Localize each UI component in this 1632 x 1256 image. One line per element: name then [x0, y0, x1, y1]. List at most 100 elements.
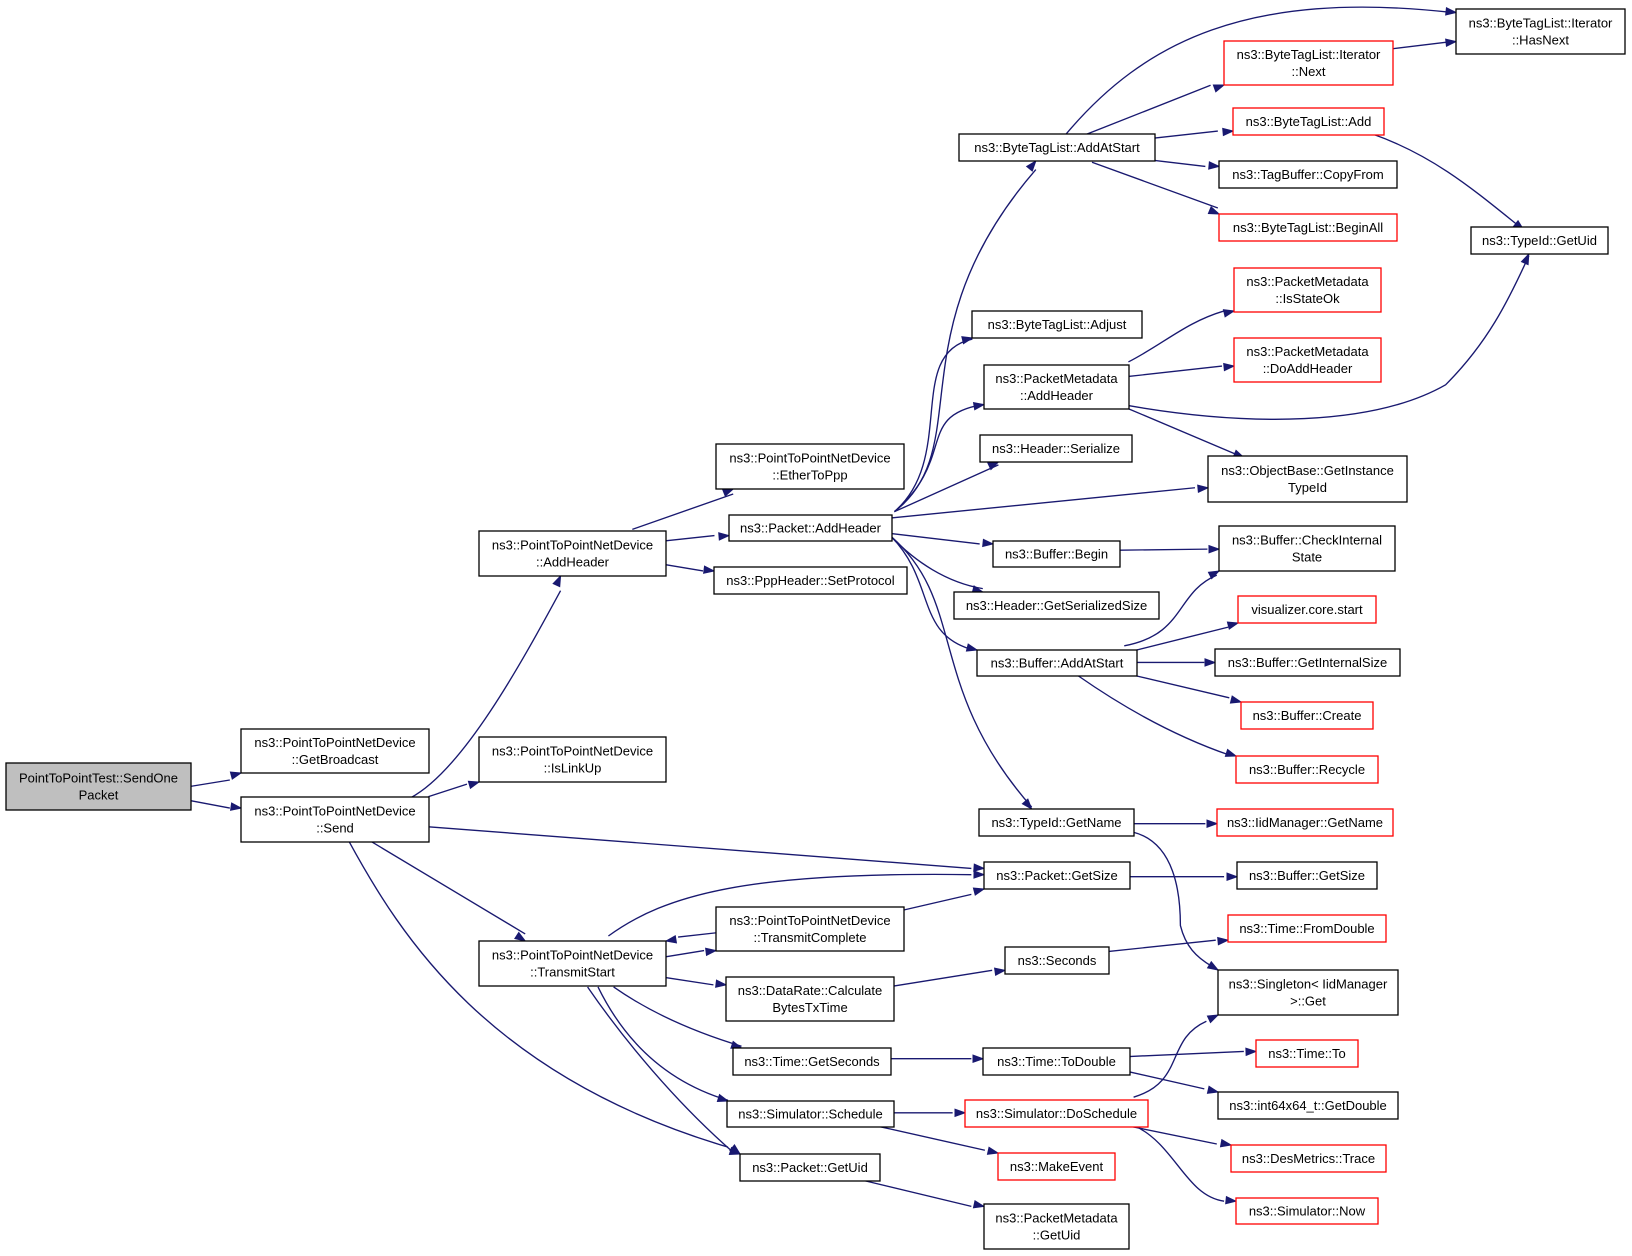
node-iidGetName[interactable]: ns3::IidManager::GetName — [1216, 808, 1394, 837]
edge-line — [863, 1179, 972, 1208]
node-bufRecycle[interactable]: ns3::Buffer::Recycle — [1235, 755, 1379, 784]
node-headerSerialize[interactable]: ns3::Header::Serialize — [979, 434, 1133, 463]
node-seconds[interactable]: ns3::Seconds — [1004, 946, 1110, 975]
edge-calcBytes-to-seconds — [894, 967, 1007, 987]
edge-line — [665, 976, 714, 986]
edge-line — [1128, 255, 1530, 420]
edge-transmitStart-to-packetGetSize — [608, 870, 986, 937]
node-pmGetUid[interactable]: ns3::PacketMetadata::GetUid — [983, 1203, 1130, 1250]
edge-arrowhead — [1021, 798, 1033, 811]
edge-line — [891, 487, 1196, 519]
node-tagCopyFrom[interactable]: ns3::TagBuffer::CopyFrom — [1218, 160, 1398, 189]
edge-line — [1133, 1124, 1225, 1202]
node-bufCreate[interactable]: ns3::Buffer::Create — [1240, 701, 1374, 730]
node-label: ns3::PointToPointNetDevice — [492, 538, 653, 553]
node-box — [1235, 1197, 1379, 1225]
node-bufGetInternalSize[interactable]: ns3::Buffer::GetInternalSize — [1214, 648, 1401, 677]
node-label: ns3::PppHeader::SetProtocol — [726, 573, 894, 588]
node-label: ns3::TypeId::GetName — [991, 815, 1121, 830]
node-box — [1214, 648, 1401, 677]
edge-line — [890, 536, 974, 651]
node-isLinkUp[interactable]: ns3::PointToPointNetDevice::IsLinkUp — [478, 736, 667, 783]
node-label: ::Next — [1292, 64, 1326, 79]
node-p2pAddHeader[interactable]: ns3::PointToPointNetDevice::AddHeader — [478, 530, 667, 577]
edge-arrowhead — [1212, 84, 1226, 93]
edge-line — [410, 590, 562, 799]
edge-line — [678, 932, 716, 938]
node-transmitComplete[interactable]: ns3::PointToPointNetDevice::TransmitComp… — [715, 906, 905, 952]
node-pmDoAddHeader[interactable]: ns3::PacketMetadata::DoAddHeader — [1233, 337, 1382, 383]
edge-arrowhead — [1219, 1138, 1233, 1148]
edge-packetAddHeader-to-btlAdjust — [893, 336, 974, 513]
edge-arrowhead — [1245, 1047, 1258, 1057]
node-typeIdGetUid[interactable]: ns3::TypeId::GetUid — [1470, 226, 1609, 255]
node-transmitStart[interactable]: ns3::PointToPointNetDevice::TransmitStar… — [478, 940, 667, 987]
node-etherToPpp[interactable]: ns3::PointToPointNetDevice::EtherToPpp — [715, 443, 905, 490]
node-iterNext[interactable]: ns3::ByteTagList::Iterator::Next — [1223, 40, 1394, 86]
node-timeFromDouble[interactable]: ns3::Time::FromDouble — [1227, 914, 1387, 943]
node-pmIsStateOk[interactable]: ns3::PacketMetadata::IsStateOk — [1233, 267, 1382, 313]
edge-line — [608, 873, 972, 937]
edge-line — [632, 493, 734, 530]
node-timeToDouble[interactable]: ns3::Time::ToDouble — [982, 1047, 1131, 1076]
node-getUid[interactable]: ns3::Packet::GetUid — [739, 1153, 881, 1182]
edge-timeToDouble-to-int64GetDouble — [1126, 1070, 1220, 1094]
node-packetAddHeader[interactable]: ns3::Packet::AddHeader — [728, 514, 893, 542]
node-label: ns3::Time::To — [1268, 1046, 1346, 1061]
node-vizStart[interactable]: visualizer.core.start — [1237, 595, 1377, 624]
edge-arrowhead — [229, 802, 243, 811]
node-btlAdd[interactable]: ns3::ByteTagList::Add — [1232, 107, 1385, 136]
edge-btlAddAtStart-to-btlBeginAll — [1091, 161, 1221, 215]
node-doSchedule[interactable]: ns3::Simulator::DoSchedule — [964, 1099, 1149, 1128]
node-pmAddHeader[interactable]: ns3::PacketMetadata::AddHeader — [983, 364, 1130, 410]
node-typeIdGetName[interactable]: ns3::TypeId::GetName — [978, 808, 1135, 837]
node-bufferBegin[interactable]: ns3::Buffer::Begin — [992, 540, 1121, 568]
node-btlAdjust[interactable]: ns3::ByteTagList::Adjust — [971, 310, 1143, 339]
node-int64GetDouble[interactable]: ns3::int64x64_t::GetDouble — [1217, 1091, 1399, 1120]
edge-line — [873, 1124, 986, 1151]
node-headerGetSize[interactable]: ns3::Header::GetSerializedSize — [953, 591, 1160, 620]
node-simNow[interactable]: ns3::Simulator::Now — [1235, 1197, 1379, 1225]
edge-root-to-send — [191, 800, 243, 811]
node-desTrace[interactable]: ns3::DesMetrics::Trace — [1230, 1144, 1387, 1173]
node-box — [1233, 337, 1382, 383]
node-label: ns3::ByteTagList::Adjust — [988, 317, 1127, 332]
node-btlBeginAll[interactable]: ns3::ByteTagList::BeginAll — [1218, 213, 1398, 242]
node-send[interactable]: ns3::PointToPointNetDevice::Send — [240, 796, 430, 843]
edge-arrowhead — [972, 887, 986, 896]
edge-arrowhead — [1206, 960, 1220, 971]
node-packetGetSize[interactable]: ns3::Packet::GetSize — [983, 861, 1131, 890]
edge-arrowhead — [1207, 206, 1221, 215]
edge-line — [368, 839, 526, 935]
node-getBroadcast[interactable]: ns3::PointToPointNetDevice::GetBroadcast — [240, 728, 430, 774]
node-timeTo[interactable]: ns3::Time::To — [1255, 1039, 1359, 1068]
edge-arrowhead — [1206, 1014, 1220, 1024]
node-getSeconds[interactable]: ns3::Time::GetSeconds — [732, 1047, 892, 1076]
node-schedule[interactable]: ns3::Simulator::Schedule — [726, 1100, 895, 1128]
edge-getUid-to-pmGetUid — [863, 1179, 986, 1209]
node-label: ns3::Buffer::Create — [1253, 708, 1362, 723]
node-box — [953, 591, 1160, 620]
node-box — [739, 1153, 881, 1182]
edge-pmAddHeader-to-pmIsStateOk — [1128, 309, 1236, 363]
edge-line — [665, 534, 715, 542]
edge-line — [1136, 675, 1230, 699]
node-iterHasNext[interactable]: ns3::ByteTagList::Iterator::HasNext — [1455, 8, 1626, 55]
node-makeEvent[interactable]: ns3::MakeEvent — [997, 1152, 1116, 1181]
node-singletonGet[interactable]: ns3::Singleton< IidManager >::Get — [1217, 969, 1399, 1016]
node-bufferAddAtStart[interactable]: ns3::Buffer::AddAtStart — [976, 649, 1138, 677]
edge-arrowhead — [994, 967, 1007, 977]
node-label: ns3::Packet::GetSize — [996, 868, 1117, 883]
edge-packetAddHeader-to-objGetInstance — [891, 484, 1210, 519]
edge-line — [1126, 1070, 1205, 1090]
node-setProtocol[interactable]: ns3::PppHeader::SetProtocol — [713, 566, 908, 595]
node-label: ns3::PacketMetadata — [995, 1211, 1118, 1226]
node-box — [1230, 1144, 1387, 1173]
edge-typeIdGetName-to-singletonGet — [1132, 831, 1220, 971]
node-btlAddAtStart[interactable]: ns3::ByteTagList::AddAtStart — [958, 133, 1156, 162]
node-bufGetSize[interactable]: ns3::Buffer::GetSize — [1236, 861, 1378, 890]
